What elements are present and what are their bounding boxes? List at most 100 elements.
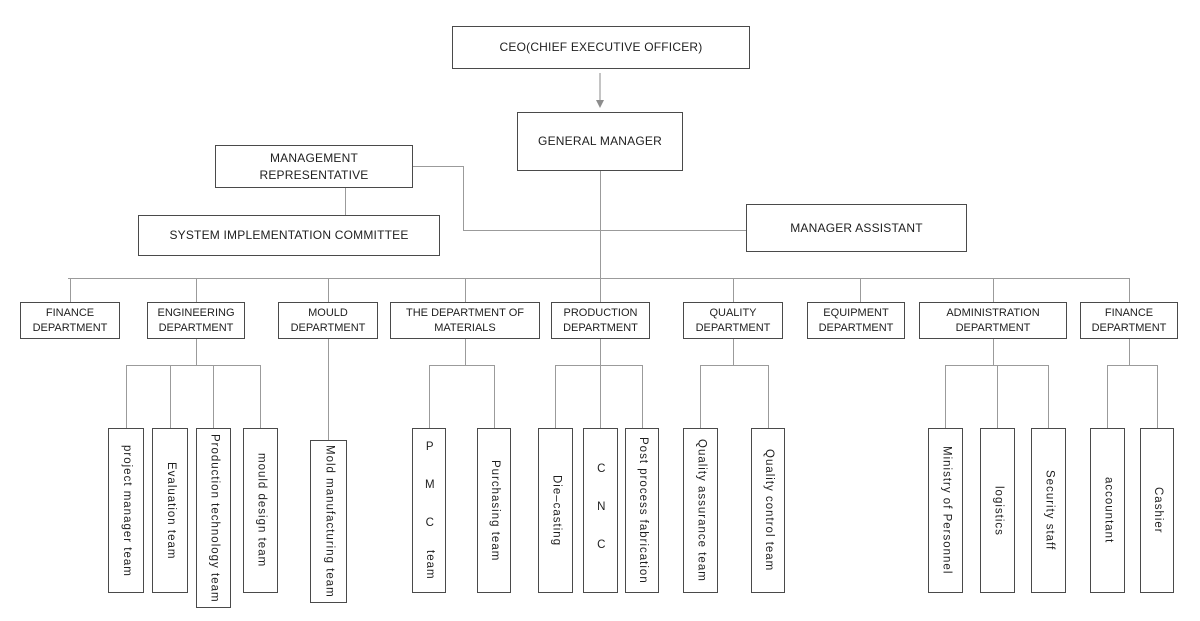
drop-quality bbox=[733, 278, 734, 302]
node-department-of-materials: THE DEPARTMENT OF MATERIALS bbox=[390, 302, 540, 339]
stem-mold-manufacturing-team bbox=[328, 339, 329, 440]
node-post-process-fabrication: Post process fabrication bbox=[625, 428, 659, 593]
connector-department-rail bbox=[68, 278, 1129, 279]
drop-quality-assurance-team bbox=[700, 365, 701, 428]
node-label: PRODUCTION DEPARTMENT bbox=[563, 306, 638, 334]
node-purchasing-team: Purchasing team bbox=[477, 428, 511, 593]
drop-accountant bbox=[1107, 365, 1108, 428]
node-production-technology-team: Production technology team bbox=[196, 428, 231, 608]
node-label: SYSTEM IMPLEMENTATION COMMITTEE bbox=[169, 228, 409, 243]
drop-post-process-fabrication bbox=[642, 365, 643, 428]
node-label: ENGINEERING DEPARTMENT bbox=[157, 306, 235, 334]
node-label: MANAGEMENT REPRESENTATIVE bbox=[259, 151, 369, 182]
node-label: Quality assurance team bbox=[695, 439, 708, 582]
drop-production bbox=[600, 278, 601, 302]
node-logistics: logistics bbox=[980, 428, 1015, 593]
node-label: logistics bbox=[992, 485, 1005, 536]
node-accountant: accountant bbox=[1090, 428, 1125, 593]
node-label: P M C bbox=[423, 441, 436, 537]
node-quality-assurance-team: Quality assurance team bbox=[683, 428, 718, 593]
node-label: EQUIPMENT DEPARTMENT bbox=[818, 306, 894, 334]
connector-to-manager-assistant bbox=[463, 230, 746, 231]
node-ministry-of-personnel: Ministry of Personnel bbox=[928, 428, 963, 593]
node-die-casting: Die–casting bbox=[538, 428, 573, 593]
node-finance-department-left: FINANCE DEPARTMENT bbox=[20, 302, 120, 339]
stem-materials bbox=[465, 339, 466, 366]
node-pmc-team: P M C team bbox=[412, 428, 446, 593]
node-label: FINANCE DEPARTMENT bbox=[32, 306, 108, 334]
stem-finance-right bbox=[1129, 339, 1130, 366]
drop-quality-control-team bbox=[768, 365, 769, 428]
drop-finance-left bbox=[70, 278, 71, 302]
node-finance-department-right: FINANCE DEPARTMENT bbox=[1080, 302, 1178, 339]
node-label: Purchasing team bbox=[488, 459, 501, 562]
node-security-staff: Security staff bbox=[1031, 428, 1066, 593]
node-label: Die–casting bbox=[550, 474, 563, 547]
node-label: Ministry of Personnel bbox=[940, 446, 953, 575]
node-cashier: Cashier bbox=[1140, 428, 1174, 593]
node-quality-department: QUALITY DEPARTMENT bbox=[683, 302, 783, 339]
node-system-implementation-committee: SYSTEM IMPLEMENTATION COMMITTEE bbox=[138, 215, 440, 256]
rail-engineering bbox=[126, 365, 261, 366]
node-label: C N C bbox=[595, 463, 608, 558]
node-label: MOULD DEPARTMENT bbox=[290, 306, 366, 334]
drop-ministry-of-personnel bbox=[945, 365, 946, 428]
node-mold-manufacturing-team: Mold manufacturing team bbox=[310, 440, 347, 603]
node-equipment-department: EQUIPMENT DEPARTMENT bbox=[807, 302, 905, 339]
drop-project-manager-team bbox=[126, 365, 127, 428]
stem-engineering bbox=[196, 339, 197, 366]
rail-quality bbox=[700, 365, 768, 366]
arrow-ceo-to-gm-head bbox=[596, 100, 604, 108]
drop-cashier bbox=[1157, 365, 1158, 428]
node-quality-control-team: Quality control team bbox=[751, 428, 785, 593]
rail-finance-right bbox=[1107, 365, 1157, 366]
drop-administration bbox=[993, 278, 994, 302]
drop-equipment bbox=[860, 278, 861, 302]
node-mould-department: MOULD DEPARTMENT bbox=[278, 302, 378, 339]
stem-quality bbox=[733, 339, 734, 366]
node-manager-assistant: MANAGER ASSISTANT bbox=[746, 204, 967, 252]
rail-materials bbox=[429, 365, 494, 366]
drop-evaluation-team bbox=[170, 365, 171, 428]
node-engineering-department: ENGINEERING DEPARTMENT bbox=[147, 302, 245, 339]
node-label: Production technology team bbox=[208, 433, 221, 603]
node-label: Post process fabrication bbox=[636, 437, 649, 584]
drop-engineering bbox=[196, 278, 197, 302]
node-cnc: C N C bbox=[583, 428, 618, 593]
connector-mgmtrep-elbow bbox=[463, 166, 464, 230]
stem-production bbox=[600, 339, 601, 366]
drop-materials bbox=[465, 278, 466, 302]
rail-production bbox=[555, 365, 642, 366]
node-label: Mold manufacturing team bbox=[323, 445, 336, 598]
drop-finance-right bbox=[1129, 278, 1130, 302]
node-label: project manager team bbox=[120, 444, 133, 577]
node-general-manager: GENERAL MANAGER bbox=[517, 112, 683, 171]
node-label: GENERAL MANAGER bbox=[538, 134, 662, 149]
node-production-department: PRODUCTION DEPARTMENT bbox=[551, 302, 650, 339]
connector-gm-stem bbox=[600, 171, 601, 278]
node-label: Cashier bbox=[1151, 487, 1164, 534]
node-label: ADMINISTRATION DEPARTMENT bbox=[946, 306, 1040, 334]
node-administration-department: ADMINISTRATION DEPARTMENT bbox=[919, 302, 1067, 339]
drop-security-staff bbox=[1048, 365, 1049, 428]
node-label: MANAGER ASSISTANT bbox=[790, 220, 923, 235]
drop-cnc bbox=[600, 365, 601, 428]
node-evaluation-team: Evaluation team bbox=[152, 428, 188, 593]
node-label: team bbox=[423, 550, 436, 580]
drop-mould-design-team bbox=[260, 365, 261, 428]
rail-administration bbox=[945, 365, 1048, 366]
drop-pmc-team bbox=[429, 365, 430, 428]
drop-logistics bbox=[997, 365, 998, 428]
drop-die-casting bbox=[555, 365, 556, 428]
connector-mgmtrep-to-committee bbox=[345, 188, 346, 215]
node-ceo: CEO(CHIEF EXECUTIVE OFFICER) bbox=[452, 26, 750, 69]
arrow-ceo-to-gm-shaft bbox=[599, 73, 601, 100]
node-label: Evaluation team bbox=[164, 461, 177, 560]
node-label: Security staff bbox=[1043, 470, 1056, 551]
drop-mould bbox=[328, 278, 329, 302]
node-label: accountant bbox=[1102, 477, 1115, 544]
stem-administration bbox=[993, 339, 994, 366]
drop-purchasing-team bbox=[494, 365, 495, 428]
node-label: THE DEPARTMENT OF MATERIALS bbox=[406, 306, 524, 334]
